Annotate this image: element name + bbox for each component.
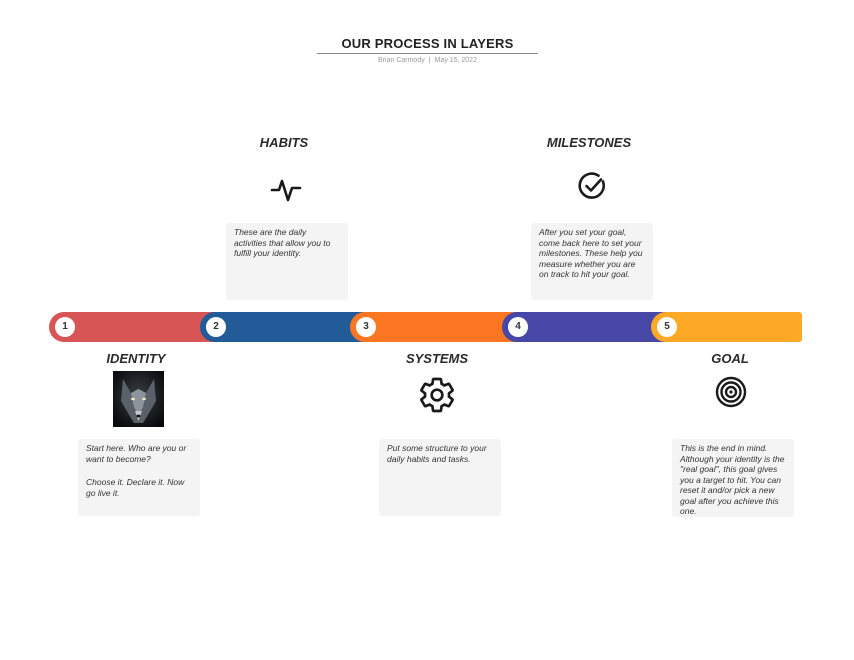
- byline-separator: |: [428, 57, 431, 64]
- step-3-title: SYSTEMS: [405, 351, 469, 366]
- gear-icon: [417, 375, 457, 415]
- step-4-description: After you set your goal, come back here …: [531, 223, 653, 300]
- target-icon: [714, 375, 748, 409]
- step-4-description-text: After you set your goal, come back here …: [539, 227, 643, 279]
- step-2-description: These are the daily activities that allo…: [226, 223, 348, 300]
- step-4-number: 4: [508, 317, 528, 337]
- step-4-title: MILESTONES: [546, 135, 632, 150]
- step-2-description-text: These are the daily activities that allo…: [234, 227, 331, 258]
- step-1-number: 1: [55, 317, 75, 337]
- wolf-image: [113, 371, 164, 427]
- step-3-description: Put some structure to your daily habits …: [379, 439, 501, 516]
- page-title: OUR PROCESS IN LAYERS: [341, 36, 514, 51]
- step-2-bar: [200, 312, 372, 342]
- check-circle-icon: [576, 170, 608, 202]
- step-3-bar: [350, 312, 522, 342]
- step-5-title: GOAL: [711, 351, 749, 366]
- step-3-description-text: Put some structure to your daily habits …: [387, 443, 487, 464]
- publish-date: May 15, 2022: [434, 57, 477, 64]
- pulse-icon: [270, 173, 302, 205]
- step-2-title: HABITS: [259, 135, 309, 150]
- step-5-number: 5: [657, 317, 677, 337]
- step-5-description: This is the end in mind. Although your i…: [672, 439, 794, 517]
- step-1-description: Start here. Who are you or want to becom…: [78, 439, 200, 516]
- byline: Brian Carmody|May 15, 2022: [317, 57, 538, 64]
- step-5-description-text: This is the end in mind. Although your i…: [680, 443, 785, 516]
- step-1-description-text-2: Choose it. Declare it. Now go live it.: [86, 477, 185, 498]
- title-divider: [317, 53, 538, 54]
- step-3-number: 3: [356, 317, 376, 337]
- step-1-description-text-1: Start here. Who are you or want to becom…: [86, 443, 187, 464]
- step-1-title: IDENTITY: [106, 351, 166, 366]
- step-1-bar: [49, 312, 221, 342]
- author-name: Brian Carmody: [378, 57, 425, 64]
- step-4-bar: [502, 312, 674, 342]
- step-2-number: 2: [206, 317, 226, 337]
